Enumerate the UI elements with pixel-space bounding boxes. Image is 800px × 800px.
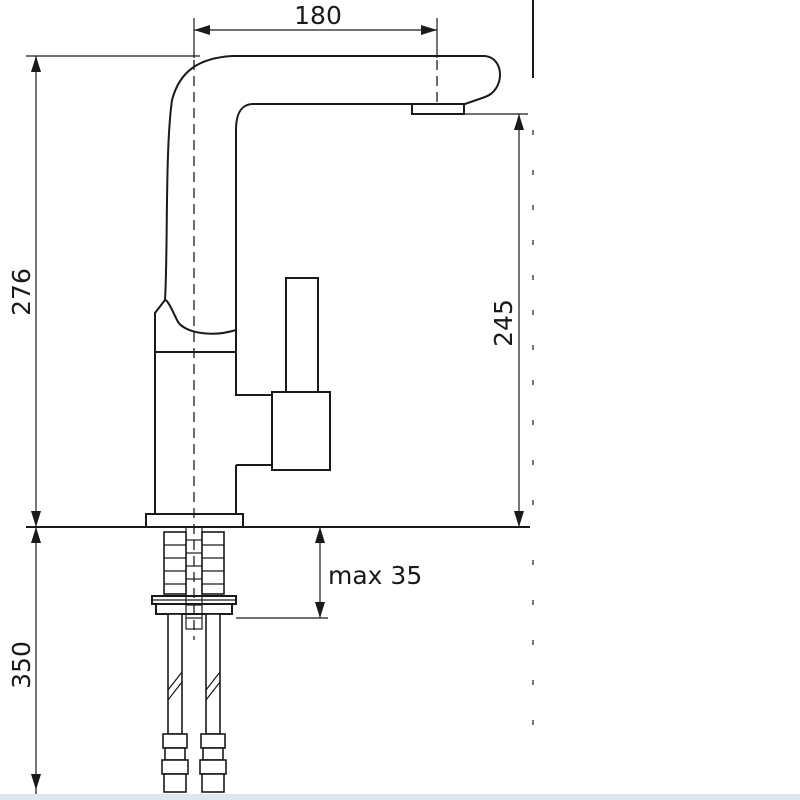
counter-thickness-dimension — [236, 527, 328, 619]
counter-thickness-label: max 35 — [328, 561, 422, 590]
spout-height-label: 245 — [489, 299, 518, 347]
hose-length-label: 350 — [7, 641, 36, 689]
handle-lever — [285, 277, 319, 393]
reach-dimension-label: 180 — [294, 1, 342, 30]
faucet-body-outline — [154, 55, 501, 514]
left-supply-hose — [161, 531, 189, 793]
right-supply-hose — [199, 531, 227, 793]
aerator — [411, 103, 465, 115]
total-height-dimension — [26, 55, 200, 527]
handle-cartridge-housing — [271, 391, 331, 471]
mounting-nut — [151, 595, 237, 615]
bottom-edge-band — [0, 794, 800, 800]
total-height-label: 276 — [7, 268, 36, 316]
faucet-lower-body — [235, 330, 272, 514]
reach-dimension — [193, 18, 438, 58]
hose-length-dimension — [31, 527, 41, 800]
